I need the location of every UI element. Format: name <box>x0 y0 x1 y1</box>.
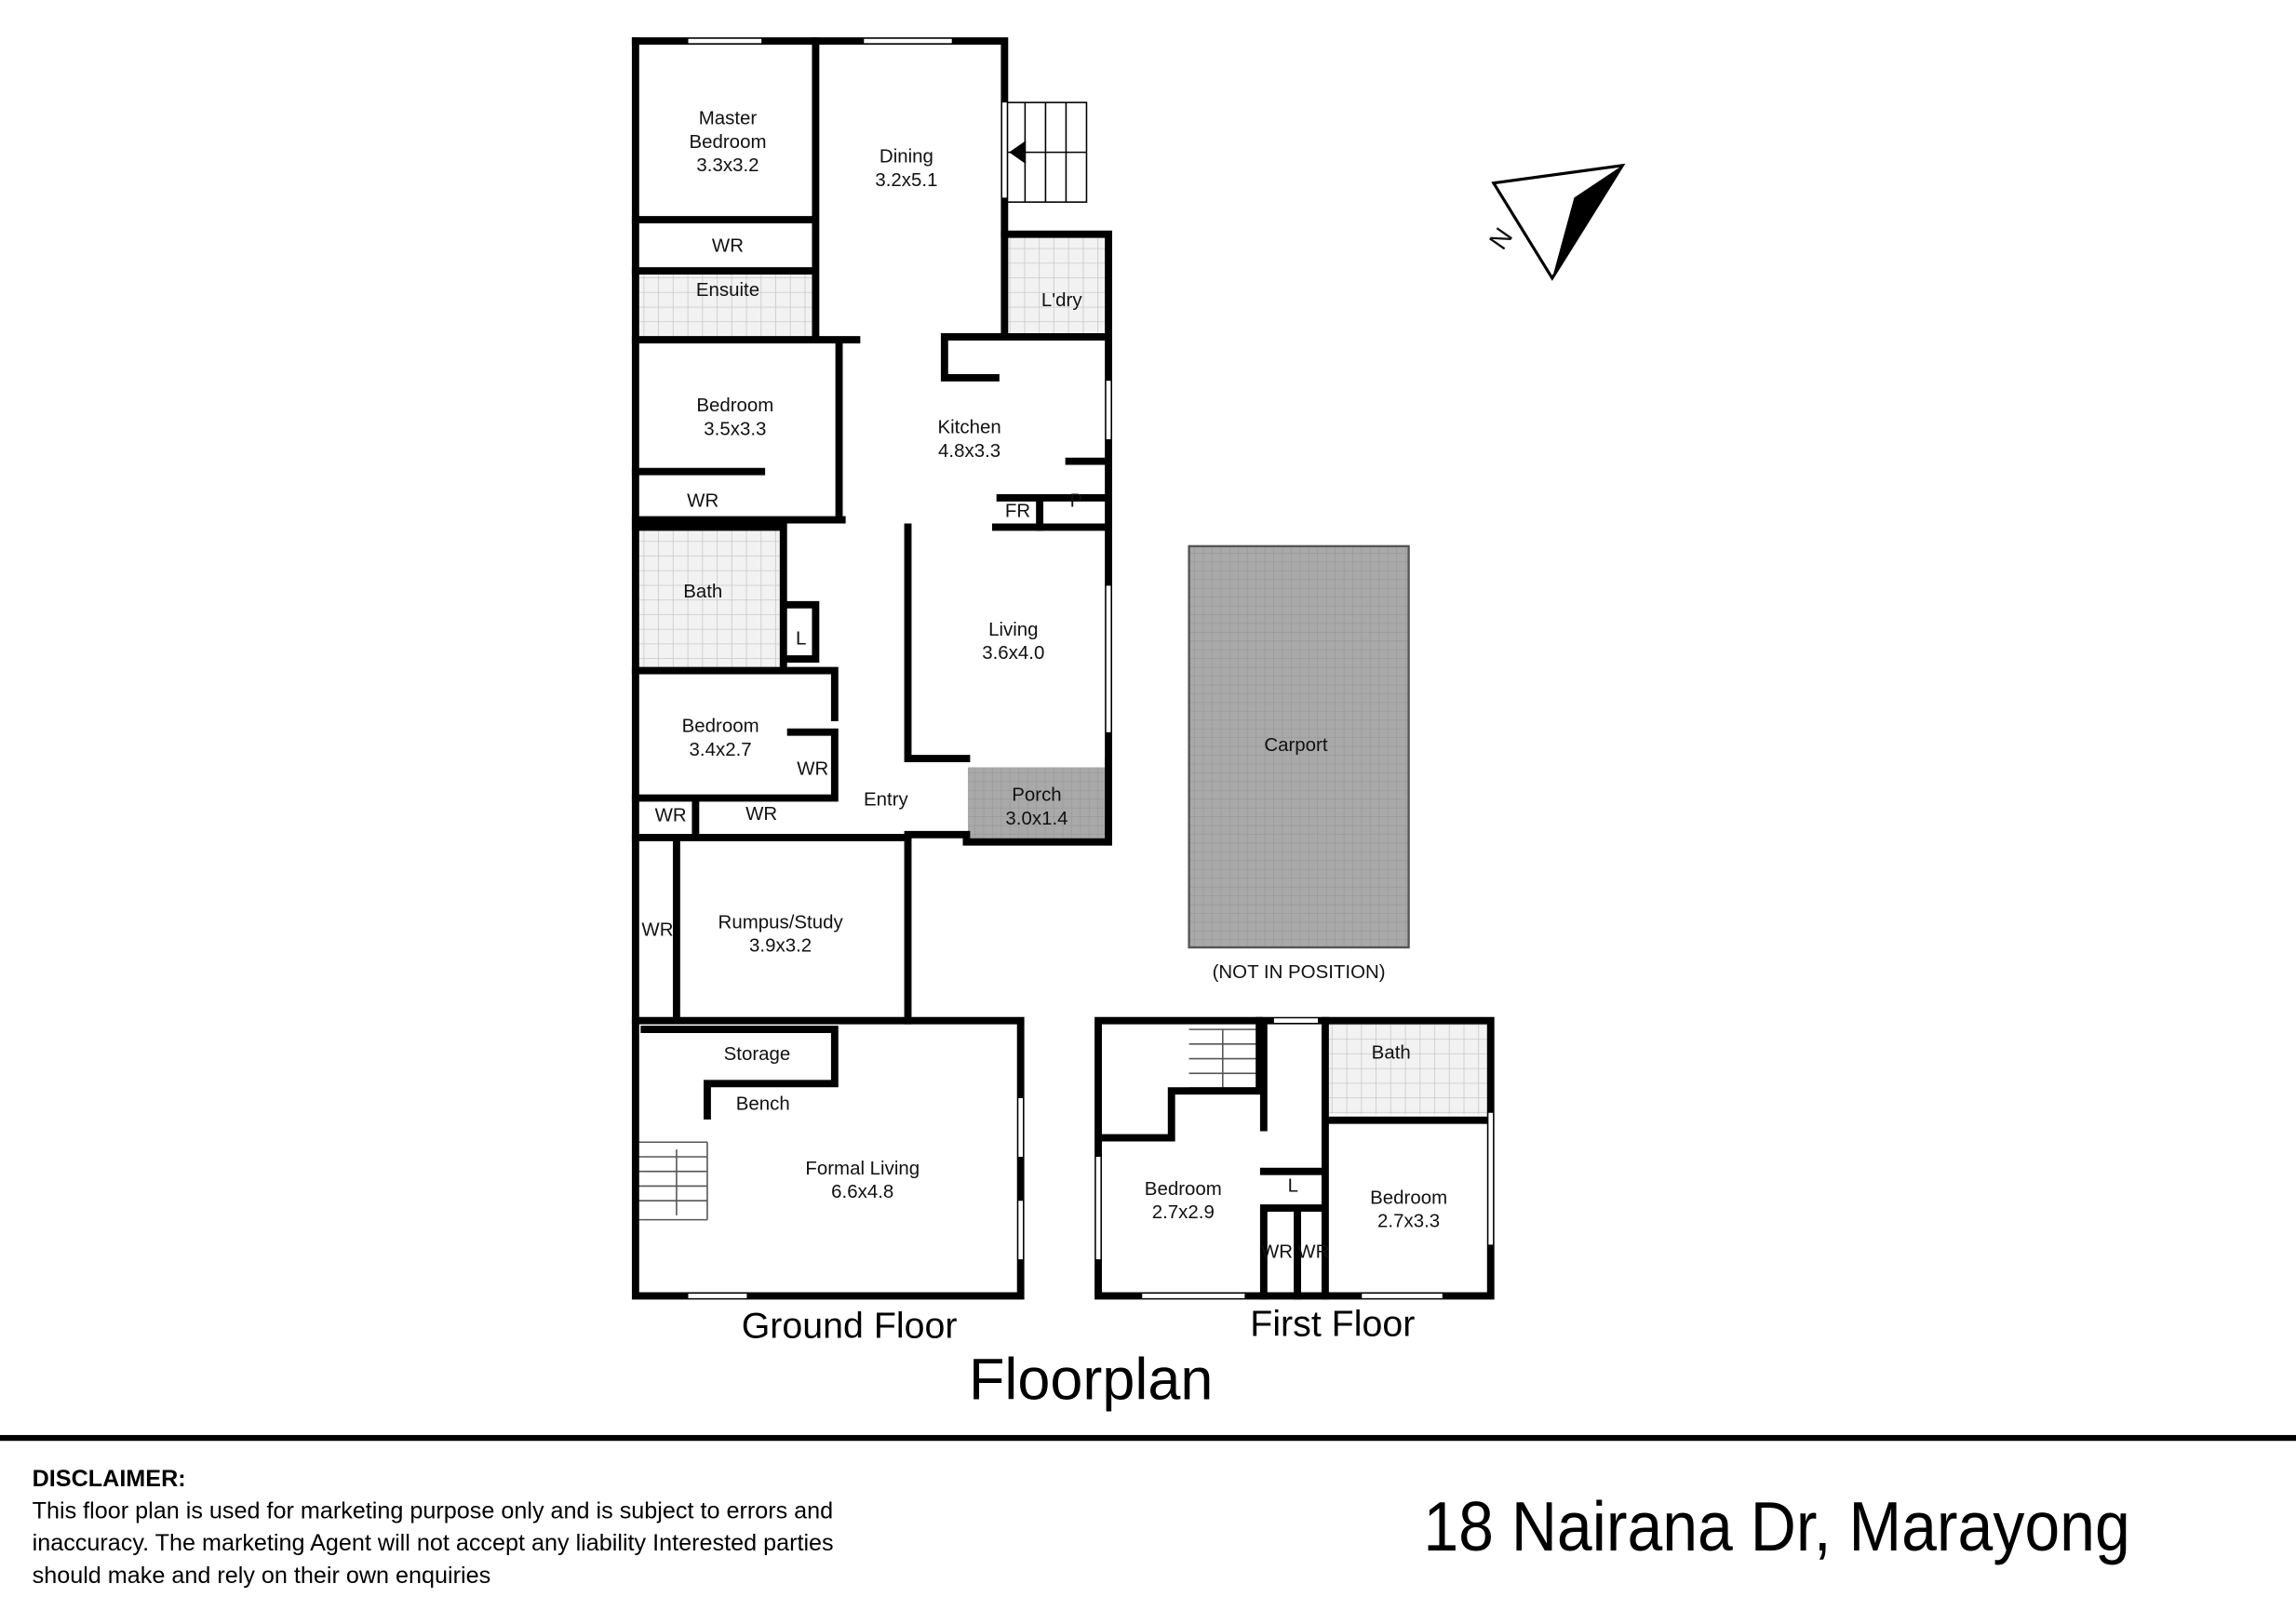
room-wr-bed3a: WR <box>797 757 829 780</box>
floorplan-title: Floorplan <box>968 1348 1214 1413</box>
laundry-floor <box>1005 236 1106 337</box>
walls-ground-floor <box>631 37 1112 1300</box>
room-bath: Bath <box>683 580 723 602</box>
disclaimer-line: inaccuracy. The marketing Agent will not… <box>32 1531 834 1557</box>
disclaimer-heading: DISCLAIMER: <box>32 1467 186 1493</box>
room-storage: Storage <box>723 1042 791 1065</box>
room-entry: Entry <box>864 787 908 811</box>
room-wr-bed3c: WR <box>745 802 778 825</box>
north-arrow-icon <box>1491 163 1626 281</box>
disclaimer-line: should make and rely on their own enquir… <box>32 1564 491 1590</box>
first-floor-title: First Floor <box>1250 1304 1416 1346</box>
bath-floor <box>638 530 783 668</box>
room-ff-wr-2: WR <box>1297 1240 1330 1263</box>
room-wr-master: WR <box>711 234 745 257</box>
windows <box>688 38 1494 1298</box>
stairs-first <box>1188 1028 1260 1092</box>
room-wr-bed3b: WR <box>654 803 687 826</box>
ff-bath-floor <box>1326 1023 1488 1115</box>
room-bench: Bench <box>735 1092 790 1115</box>
room-ff-wr-1: WR <box>1260 1240 1294 1263</box>
ground-floor-title: Ground Floor <box>741 1305 958 1347</box>
porch-floor <box>968 767 1108 841</box>
ensuite-floor <box>638 274 814 339</box>
room-fridge: FR <box>1004 499 1031 522</box>
property-address: 18 Nairana Dr, Marayong <box>1423 1489 2130 1567</box>
stairs-dining <box>1003 101 1088 203</box>
disclaimer: DISCLAIMER: This floor plan is used for … <box>33 1464 834 1592</box>
room-wr-rumpus: WR <box>641 918 674 941</box>
room-laundry: L'dry <box>1041 288 1082 311</box>
room-wr-bed2: WR <box>687 489 719 512</box>
room-ff-linen: L <box>1287 1174 1299 1197</box>
stairs-ground <box>638 1141 708 1221</box>
room-ensuite: Ensuite <box>695 277 760 301</box>
divider <box>0 1434 2296 1442</box>
carport-slab <box>1188 544 1410 949</box>
carport-note: (NOT IN POSITION) <box>1212 960 1386 983</box>
room-carport: Carport <box>1264 733 1328 756</box>
room-pantry: P <box>1069 489 1083 512</box>
disclaimer-line: This floor plan is used for marketing pu… <box>32 1499 834 1524</box>
room-ff-bath: Bath <box>1371 1040 1411 1064</box>
room-linen: L <box>795 626 807 650</box>
